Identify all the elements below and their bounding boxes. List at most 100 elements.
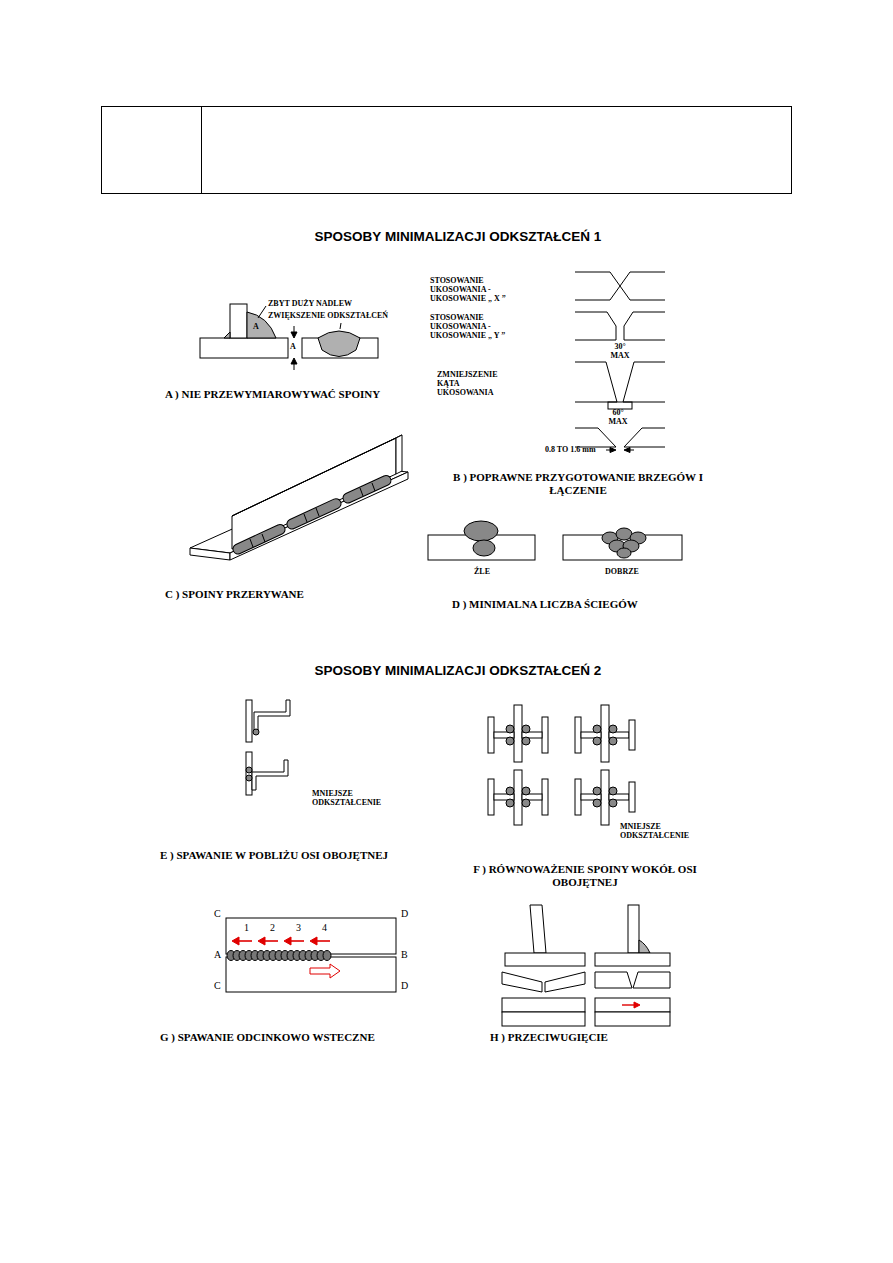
balanced-weld-figure (601, 705, 609, 762)
corner-letter: B (401, 949, 408, 961)
angle-label: 60° MAX (606, 408, 630, 426)
section-heading: SPOSOBY MINIMALIZACJI ODKSZTAŁCEŃ 2 (315, 663, 602, 679)
callout-label: ZWIĘKSZENIE ODKSZTAŁCEŃ (268, 311, 388, 320)
direction-arrow (316, 940, 330, 942)
callout-label: MNIEJSZE ODKSZTAŁCENIE (312, 789, 374, 807)
balanced-weld-figure (609, 799, 617, 807)
figure-caption: G ) SPAWANIE ODCINKOWO WSTECZNE (160, 1031, 375, 1044)
callout-label: STOSOWANIE UKOSOWANIA - UKOSOWANIE „ Y ” (430, 313, 534, 341)
intermittent-weld-figure (190, 435, 408, 560)
presetting-figure (634, 1002, 640, 1008)
balanced-weld-figure (609, 725, 617, 733)
balanced-weld-figure (575, 779, 581, 815)
fillet-weld-figure (291, 332, 297, 338)
weld-pass-figure (473, 540, 495, 556)
intermittent-weld-figure (238, 530, 280, 550)
callout-label: ZMNIEJSZENIE KĄTA UKOSOWANIA (437, 370, 515, 398)
balanced-weld-figure (542, 717, 548, 753)
corner-letter: C (214, 980, 221, 992)
direction-arrow (232, 937, 330, 945)
callout-label: STOSOWANIE UKOSOWANIA - UKOSOWANIE „ X ” (430, 276, 534, 304)
balanced-weld-figure (629, 720, 635, 750)
intermittent-weld-figure (238, 530, 280, 550)
neutral-axis-figure (254, 700, 290, 730)
weld-pass-figure (428, 521, 682, 560)
fillet-weld-figure (224, 332, 230, 338)
presetting-figure (505, 953, 585, 966)
weld-bead (227, 951, 331, 961)
direction-arrow (284, 937, 291, 945)
corner-letter: C (214, 908, 221, 920)
callout-label: DOBRZE (605, 567, 639, 576)
balanced-weld-figure (601, 770, 609, 825)
figure-caption: A ) NIE PRZEWYMIAROWYWAĆ SPOINY (165, 388, 380, 401)
fillet-weld-figure (291, 358, 297, 364)
neutral-axis-figure (246, 700, 290, 795)
presetting-figure (502, 905, 670, 1026)
balanced-weld-figure (506, 725, 514, 733)
page-table (201, 107, 202, 194)
intermittent-weld-figure (292, 504, 336, 524)
presetting-figure (530, 905, 546, 953)
page-table (102, 107, 792, 194)
fillet-weld-figure (258, 306, 266, 318)
direction-arrow (258, 937, 265, 945)
edge-preparation-figure (575, 272, 665, 300)
neutral-axis-figure (246, 752, 252, 795)
presetting-figure (622, 1004, 635, 1005)
corner-letter: D (401, 980, 408, 992)
neutral-axis-figure (246, 767, 252, 773)
intermittent-weld-figure (348, 481, 386, 499)
backstep-weld-figure (226, 918, 396, 992)
presetting-figure (595, 998, 670, 1012)
sequence-number: 1 (244, 922, 249, 934)
presetting-figure (628, 905, 639, 953)
edge-preparation-figure (575, 272, 665, 453)
corner-letter: D (401, 908, 408, 920)
dimension-label: 0.8 TO 1.6 mm (545, 445, 596, 454)
balanced-weld-figure (488, 705, 635, 825)
backstep-weld-figure (226, 957, 396, 992)
page-table (102, 107, 792, 194)
edge-preparation-figure (575, 312, 665, 340)
balanced-weld-figure (522, 787, 530, 795)
neutral-axis-figure (246, 775, 252, 781)
intermittent-weld-figure (348, 481, 386, 499)
balanced-weld-figure (629, 782, 635, 812)
balanced-weld-figure (506, 787, 514, 795)
direction-arrow (232, 937, 239, 945)
direction-arrow (238, 940, 252, 942)
direction-arrow (290, 940, 304, 942)
sequence-number: 2 (270, 922, 275, 934)
balanced-weld-figure (593, 725, 601, 733)
neutral-axis-figure (246, 700, 252, 742)
intermittent-weld-figure (250, 483, 375, 547)
neutral-axis-figure (253, 729, 259, 735)
neutral-axis-figure (252, 760, 288, 790)
dimension-label: A (253, 322, 259, 331)
fillet-weld-figure (200, 338, 288, 358)
balanced-weld-figure (506, 737, 514, 745)
edge-preparation-figure (610, 448, 616, 453)
edge-preparation-figure (608, 402, 632, 409)
balanced-weld-figure (609, 787, 617, 795)
intermittent-weld-figure (396, 435, 402, 474)
balanced-weld-figure (514, 770, 522, 825)
fillet-weld-figure (230, 304, 247, 338)
backstep-weld-figure (310, 964, 340, 978)
balanced-weld-figure (522, 737, 530, 745)
intermittent-weld-figure (232, 438, 396, 549)
fillet-weld-figure (294, 364, 295, 370)
edge-preparation-figure (624, 448, 630, 453)
corner-letter: A (214, 949, 221, 961)
presetting-figure (633, 972, 670, 988)
presetting-figure (595, 1012, 670, 1026)
callout-label: ŹLE (474, 567, 490, 576)
edge-preparation-figure (575, 428, 665, 447)
balanced-weld-figure (593, 787, 601, 795)
callout-label: ZBYT DUŻY NADLEW (268, 299, 352, 308)
intermittent-weld-figure (232, 435, 402, 516)
weld-pass-figure (617, 548, 631, 558)
dimension-label: A (290, 342, 296, 351)
